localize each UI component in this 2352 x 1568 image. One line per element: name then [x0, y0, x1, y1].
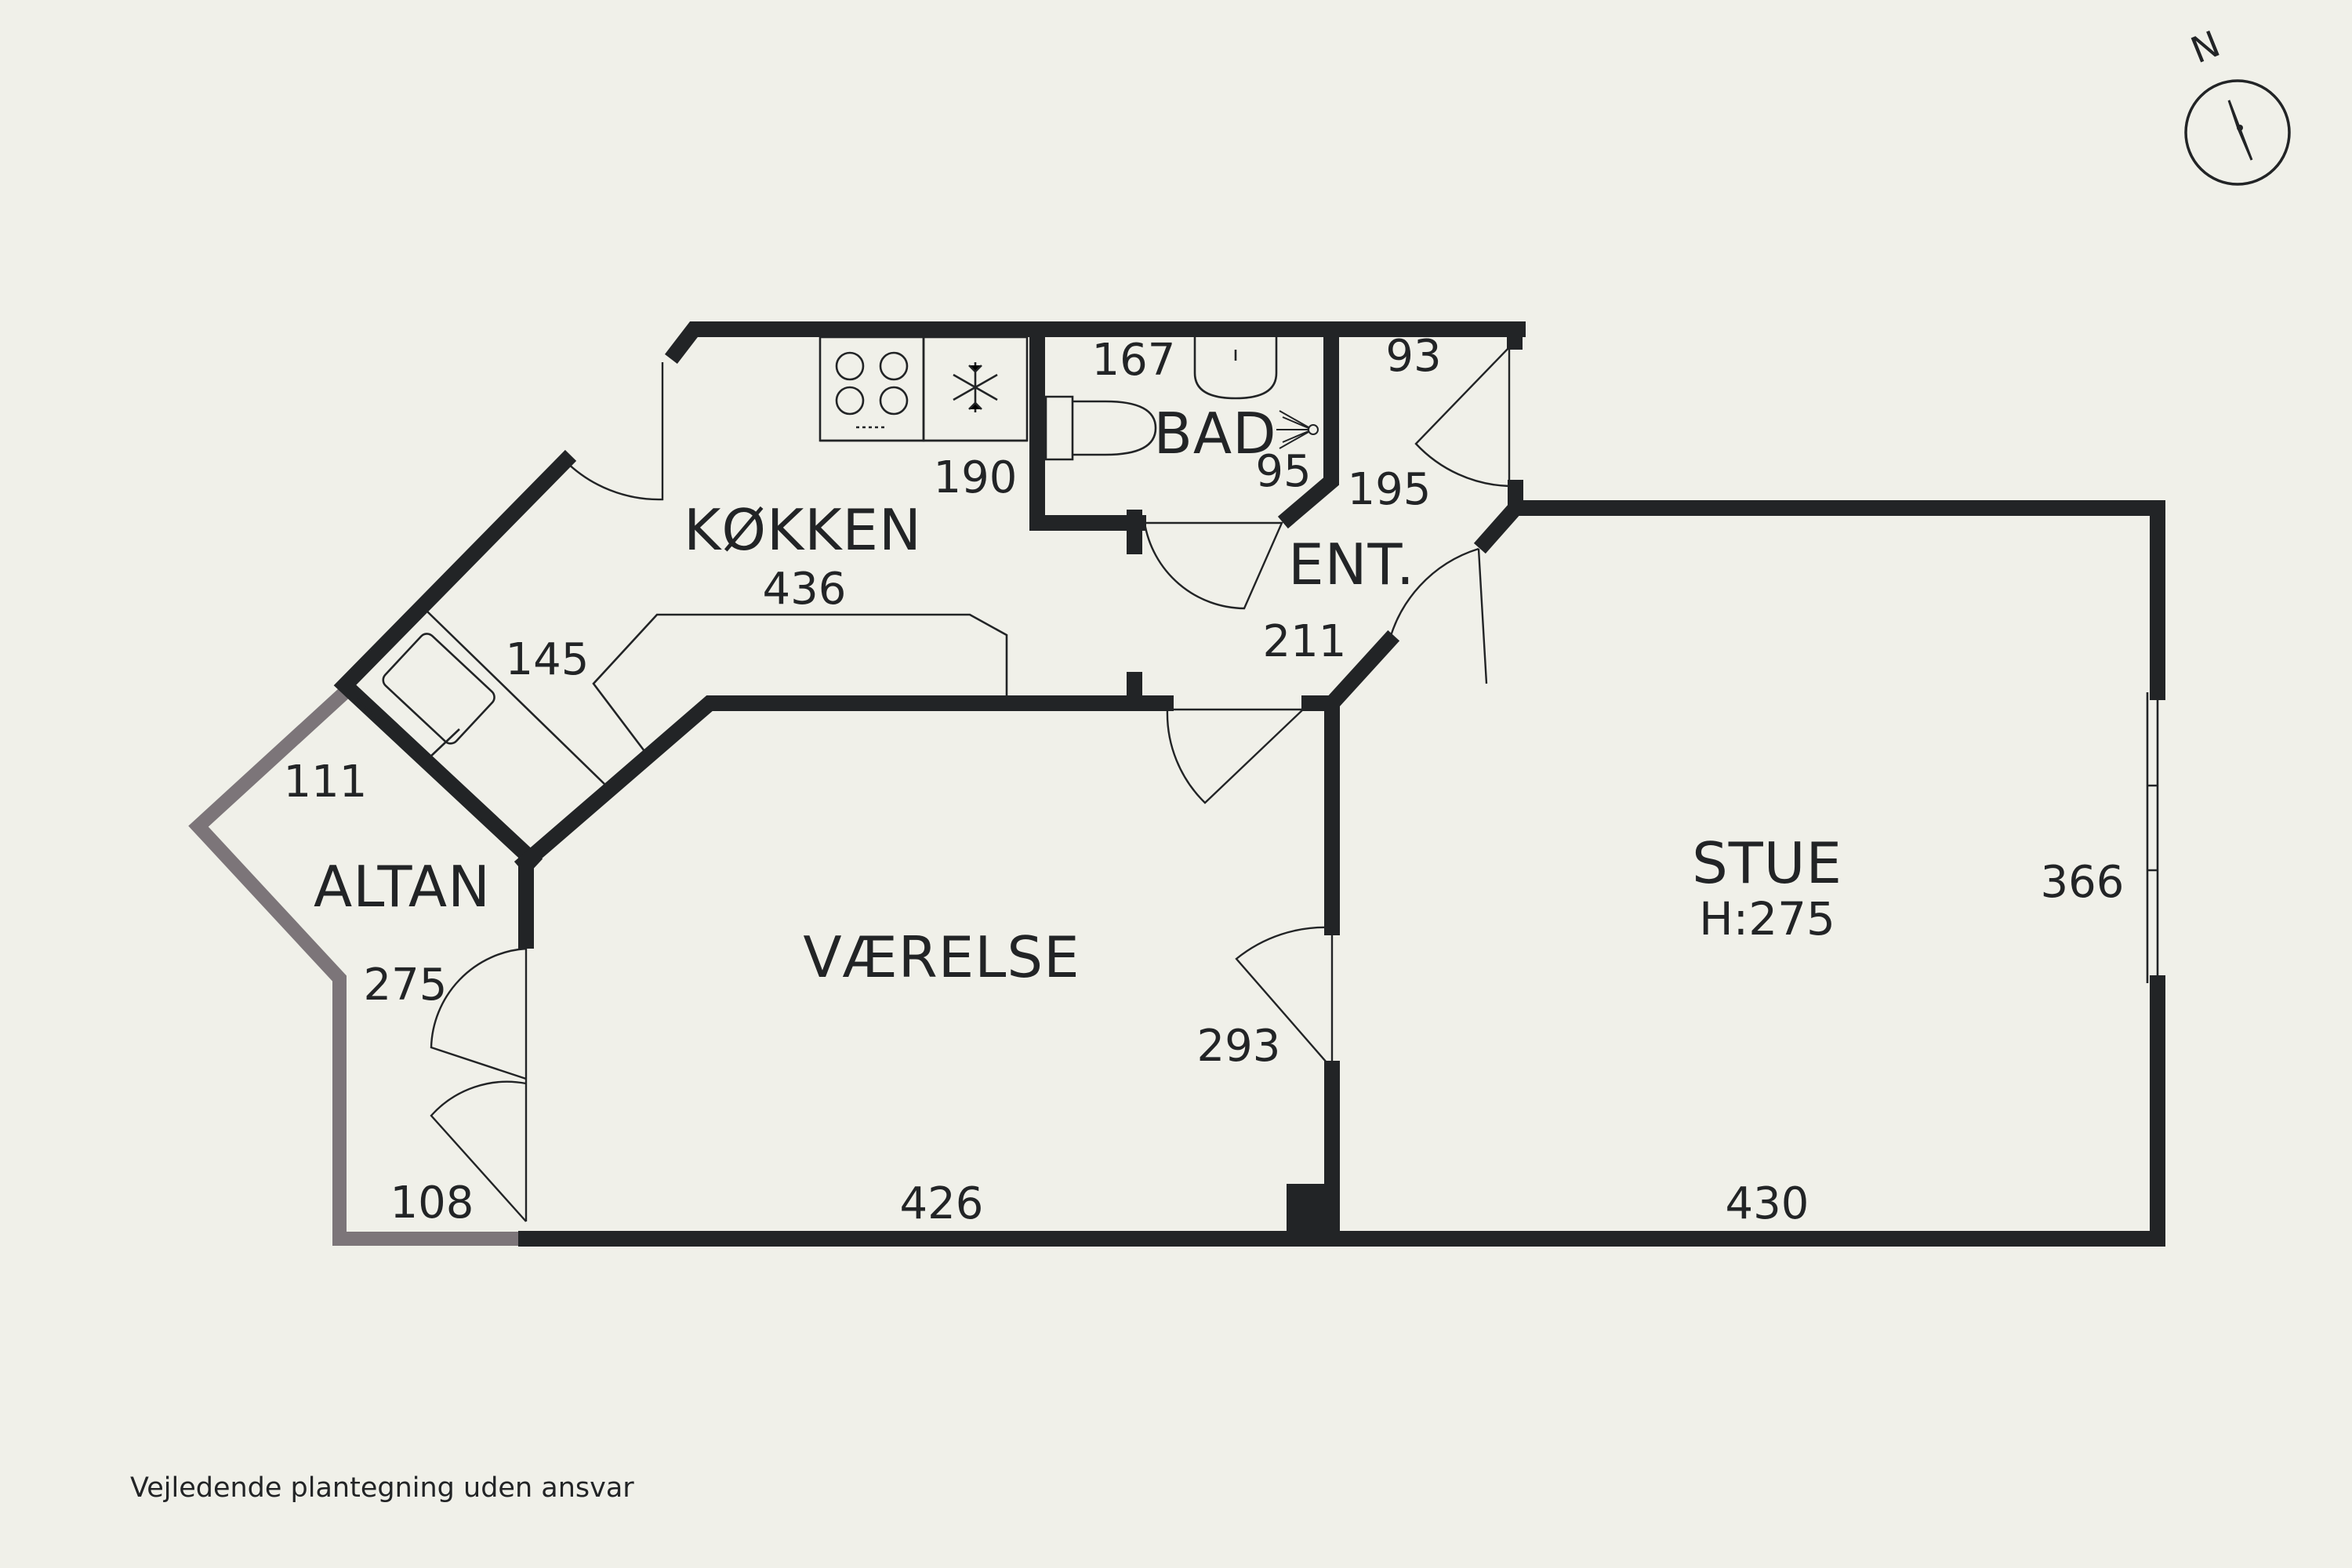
room-labels: KØKKEN 436 190 145 BAD 167 95 ENT. 93 19… — [284, 331, 2125, 1229]
room-dim-balcony-bottom: 108 — [390, 1178, 474, 1229]
door-vaerelse-stue — [1235, 926, 1334, 1072]
room-height-living: H:275 — [1699, 892, 1835, 946]
kitchen-fixtures — [356, 336, 1029, 830]
stue-window — [2146, 692, 2159, 983]
room-dim-kitchen-length: 436 — [763, 564, 847, 615]
wall-kitchen-upper-diag — [333, 449, 577, 871]
room-dim-entrance-side: 195 — [1348, 464, 1432, 515]
stove-burner-icon — [879, 386, 909, 416]
compass-circle — [2184, 79, 2291, 186]
room-name-kitchen: KØKKEN — [684, 497, 922, 563]
room-name-entrance: ENT. — [1288, 532, 1415, 597]
room-dim-bedroom-width: 426 — [900, 1178, 984, 1229]
compass: N — [2184, 23, 2291, 186]
washbasin-icon — [1193, 337, 1278, 400]
stove-burner-icon — [835, 351, 865, 381]
room-name-bedroom: VÆRELSE — [803, 924, 1080, 990]
room-name-living: STUE — [1692, 830, 1842, 896]
kitchen-island — [592, 613, 1008, 752]
snowflake-icon — [953, 362, 998, 412]
room-dim-bath-width: 95 — [1255, 446, 1311, 497]
door-bath — [1143, 521, 1283, 610]
wall-vaerelse-diag — [514, 695, 1174, 874]
sink-divider — [429, 728, 460, 758]
compass-north-label: N — [2185, 23, 2226, 72]
compass-center-dot — [2237, 125, 2243, 131]
bath-fixtures — [1044, 337, 1319, 461]
wall-entrance-right — [1473, 480, 1523, 554]
room-dim-entrance-bottom: 211 — [1263, 616, 1347, 667]
room-dim-balcony-top: 111 — [284, 757, 368, 808]
room-dim-living-width: 430 — [1726, 1178, 1809, 1229]
door-entrance-stue — [1386, 547, 1488, 684]
room-dim-bedroom-depth: 293 — [1197, 1021, 1281, 1072]
room-name-bath: BAD — [1153, 401, 1276, 466]
door-vaerelse — [1166, 708, 1306, 804]
balcony-outline — [188, 686, 526, 1246]
room-dim-kitchen-width: 190 — [934, 452, 1018, 503]
wall-top — [664, 321, 1526, 365]
toilet-icon — [1044, 395, 1157, 461]
room-dim-living-depth: 366 — [2041, 857, 2125, 908]
wall-bath-left — [1029, 329, 1146, 531]
stove-burner-icon — [879, 351, 909, 381]
door-kitchen-outer — [564, 362, 664, 501]
stove-counter — [818, 336, 925, 442]
room-dim-balcony-side: 275 — [364, 960, 448, 1011]
door-balcony-double — [430, 947, 528, 1222]
walls — [333, 321, 2165, 1247]
disclaimer-text: Vejledende plantegning uden ansvar — [130, 1472, 634, 1504]
room-dim-bath-length: 167 — [1092, 335, 1176, 386]
room-dim-entrance-top: 93 — [1385, 331, 1441, 382]
doors — [430, 345, 1511, 1222]
sink-counter — [356, 611, 605, 830]
wall-stue-top — [1513, 500, 2165, 700]
sink-icon — [382, 633, 495, 745]
door-entrance-main — [1414, 345, 1511, 488]
stove-burner-icon — [835, 386, 865, 416]
room-name-balcony: ALTAN — [314, 854, 491, 920]
wall-bath-right — [1277, 329, 1339, 529]
room-dim-kitchen-counter: 145 — [506, 634, 590, 685]
column — [1287, 1184, 1338, 1247]
shower-icon — [1276, 410, 1319, 449]
